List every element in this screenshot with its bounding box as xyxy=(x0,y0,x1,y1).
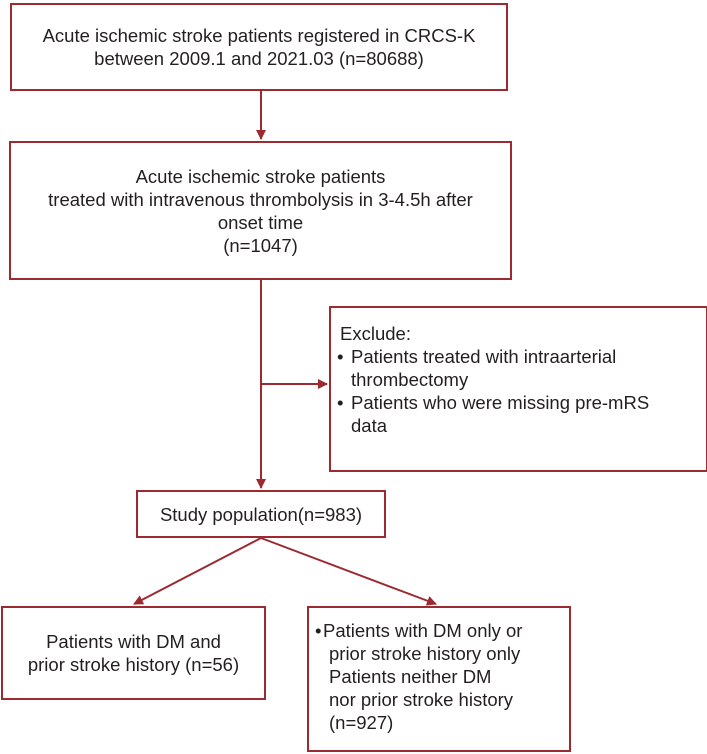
dm-only-line-2: prior stroke history only xyxy=(329,643,521,664)
exclusion-box: Exclude: • Patients treated with intraar… xyxy=(329,306,707,472)
registered-line-2: between 2009.1 and 2021.03 (n=80688) xyxy=(94,48,424,69)
exclude-item-2-line-1: Patients who were missing pre-mRS xyxy=(351,392,650,413)
study-population-label: Study population(n=983) xyxy=(159,503,363,525)
dm-only-item: • Patients with DM only or xyxy=(315,619,569,642)
exclude-item-2-line-2: data xyxy=(351,415,388,436)
neither-line-1: Patients neither DM xyxy=(329,666,492,687)
thrombolysis-line-1: Acute ischemic stroke patients xyxy=(135,165,386,187)
exclude-item-1-line-1: Patients treated with intraarterial xyxy=(351,346,617,367)
exclude-item-missing-mrs: • Patients who were missing pre-mRS data xyxy=(337,391,706,437)
dm-and-stroke-line-2: prior stroke history (n=56) xyxy=(27,654,240,675)
neither-line-2: nor prior stroke history xyxy=(329,689,514,710)
thrombolysis-patients-box: Acute ischemic stroke patients treated w… xyxy=(9,141,512,280)
bullet-icon: • xyxy=(337,392,344,413)
dm-and-stroke-box: Patients with DM and prior stroke histor… xyxy=(1,606,266,700)
exclude-item-intraarterial: • Patients treated with intraarterial th… xyxy=(337,345,706,391)
arrow-study-to-right xyxy=(260,537,437,606)
study-population-box: Study population(n=983) xyxy=(136,490,386,538)
exclude-title: Exclude: xyxy=(340,323,411,344)
dm-only-or-neither-box: • Patients with DM only or prior stroke … xyxy=(307,606,571,752)
arrow-study-to-left xyxy=(133,537,262,605)
dm-only-or-neither-count: (n=927) xyxy=(329,712,394,733)
registered-patients-box: Acute ischemic stroke patients registere… xyxy=(10,3,508,91)
dm-only-line-1: Patients with DM only or xyxy=(323,620,523,641)
bullet-icon: • xyxy=(337,346,344,367)
bullet-icon: • xyxy=(315,620,322,641)
dm-and-stroke-line-1: Patients with DM and xyxy=(46,631,221,652)
thrombolysis-line-2: treated with intravenous thrombolysis in… xyxy=(48,188,473,210)
exclude-item-1-line-2: thrombectomy xyxy=(351,369,469,390)
registered-line-1: Acute ischemic stroke patients registere… xyxy=(42,25,476,46)
thrombolysis-line-3: onset time xyxy=(217,211,304,233)
thrombolysis-line-4: (n=1047) xyxy=(223,234,298,256)
